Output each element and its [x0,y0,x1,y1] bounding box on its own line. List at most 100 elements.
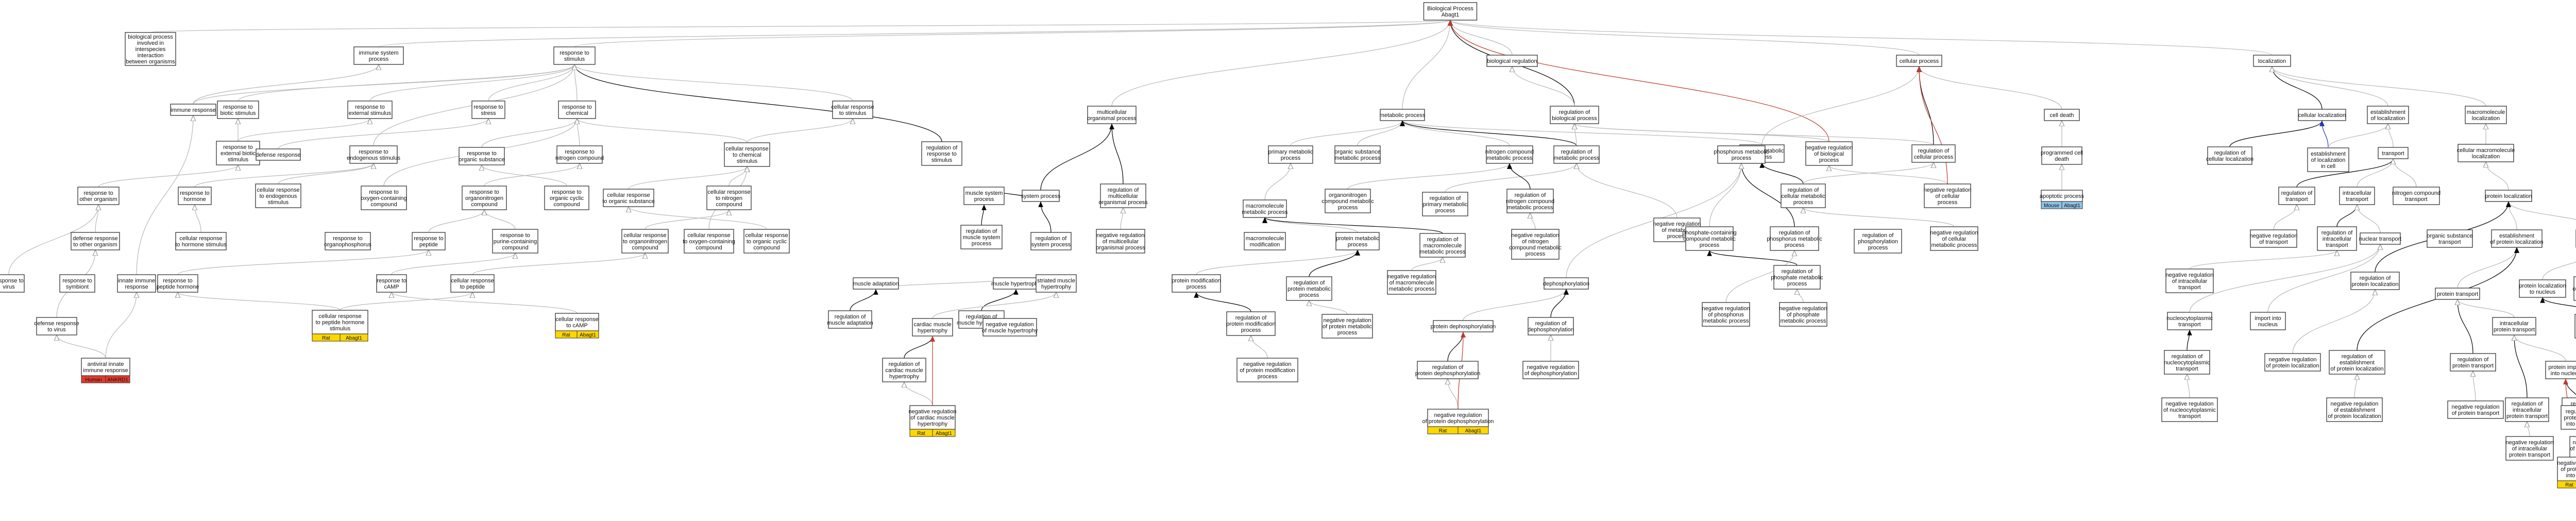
node-protein-loc[interactable]: protein localization [2485,190,2532,202]
node-cell-death[interactable]: cell death [2044,109,2080,121]
node-protein-transport[interactable]: protein transport [2435,288,2480,300]
node-localization[interactable]: localization [2253,55,2291,67]
node-metabolic-proc[interactable]: metabolic process [1380,109,1426,121]
node-muscle-hypertrophy[interactable]: muscle hypertrophy [991,277,1041,290]
node-defense-resp[interactable]: defense response [256,148,301,161]
node-bio-reg[interactable]: biological regulation [1486,55,1538,67]
node-transport[interactable]: transport [2378,147,2409,159]
node-nuclear-transport[interactable]: nuclear transport [2359,232,2402,245]
node-cellular-proc[interactable]: cellular process [1896,55,1942,67]
node-immune-resp[interactable]: immune response [170,104,216,116]
node-protein-dephos[interactable]: protein dephosphorylation [1431,320,1496,332]
